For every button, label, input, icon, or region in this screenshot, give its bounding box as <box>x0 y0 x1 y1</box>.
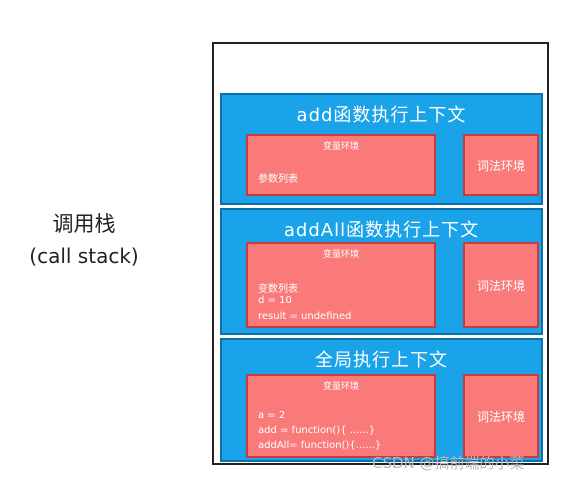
variable-line: a = 2 <box>258 410 286 421</box>
call-stack-container: add函数执行上下文 变量环境 参数列表 词法环境 addAll函数执行上下文 … <box>212 42 549 465</box>
variable-line: result = undefined <box>258 311 352 322</box>
variable-environment: 变量环境 变数列表 d = 10 result = undefined <box>246 242 436 328</box>
call-stack-label: 调用栈 (call stack) <box>14 210 154 270</box>
variable-line: add = function(){ ......} <box>258 425 376 436</box>
variable-line: d = 10 <box>258 295 292 306</box>
call-stack-label-english: (call stack) <box>29 244 139 268</box>
lexical-environment: 词法环境 <box>463 242 539 328</box>
variable-environment-title: 变量环境 <box>322 382 359 392</box>
variable-environment: 变量环境 a = 2 add = function(){ ......} add… <box>246 374 436 458</box>
variable-line: addAll= function(){......} <box>258 440 382 451</box>
frame-title: 全局执行上下文 <box>315 350 448 371</box>
variable-line: 变数列表 <box>258 284 298 295</box>
variable-environment-title: 变量环境 <box>322 250 359 260</box>
lexical-environment: 词法环境 <box>463 374 539 458</box>
global-execution-context: 全局执行上下文 变量环境 a = 2 add = function(){ ...… <box>220 338 543 462</box>
variable-line: 参数列表 <box>258 174 298 185</box>
lexical-environment: 词法环境 <box>463 134 539 196</box>
frame-title: add函数执行上下文 <box>296 105 467 126</box>
variable-environment: 变量环境 参数列表 <box>246 134 436 196</box>
frame-title: addAll函数执行上下文 <box>283 220 480 241</box>
watermark: CSDN @搞前端的小菜 <box>372 454 525 472</box>
addall-execution-context: addAll函数执行上下文 变量环境 变数列表 d = 10 result = … <box>220 208 543 335</box>
add-execution-context: add函数执行上下文 变量环境 参数列表 词法环境 <box>220 93 543 205</box>
call-stack-label-chinese: 调用栈 <box>52 212 116 236</box>
variable-environment-title: 变量环境 <box>322 142 359 152</box>
